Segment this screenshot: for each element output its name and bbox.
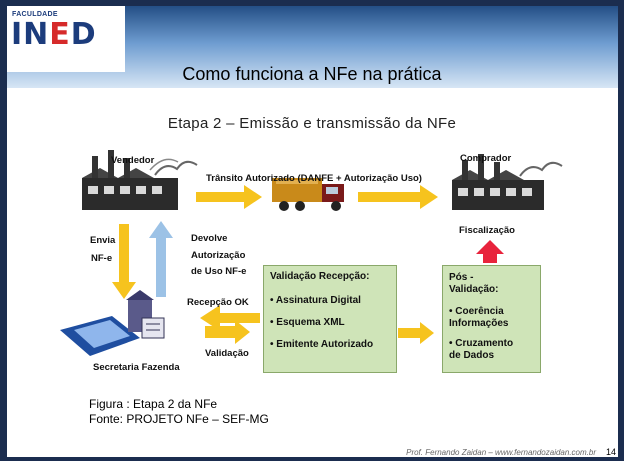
- arrow-pos-validacao: [398, 322, 434, 344]
- slide-subtitle: Etapa 2 – Emissão e transmissão da NFe: [167, 115, 457, 132]
- pos-box-line: • Cruzamento: [449, 338, 514, 349]
- label-comprador: Comprador: [460, 153, 512, 164]
- arrow-recepcao-ok: [200, 305, 260, 331]
- pos-box-line: Pós -: [449, 272, 474, 283]
- arrow-fiscalizacao-up: [476, 240, 504, 263]
- frame-top: [0, 0, 624, 6]
- label-fiscalizacao: Fiscalização: [459, 225, 515, 236]
- label-envia: Envia: [90, 235, 116, 246]
- label-nfe: NF-e: [91, 253, 113, 264]
- arrow-vendedor-truck: [196, 185, 262, 209]
- page-number: 14: [605, 447, 616, 457]
- slide-title: Como funciona a NFe na prática: [182, 64, 442, 84]
- pos-box-line: de Dados: [449, 350, 495, 361]
- logo-ined: INED: [11, 17, 97, 52]
- label-autorizacao: Autorização: [191, 250, 246, 261]
- label-devolve: Devolve: [191, 233, 228, 244]
- label-recepcao-ok: Recepção OK: [187, 297, 249, 308]
- factory-comprador-icon: [452, 154, 563, 210]
- label-vendedor: Vendedor: [111, 155, 155, 166]
- arrow-validacao: [205, 320, 250, 344]
- validacao-box-title: Validação Recepção:: [270, 271, 370, 282]
- frame-right: [618, 0, 624, 461]
- validacao-recepcao-box: [263, 265, 397, 373]
- truck-icon: [272, 178, 344, 211]
- pos-box-line: • Coerência: [449, 306, 504, 317]
- secretaria-fazenda-icon: [60, 290, 165, 356]
- label-de-uso: de Uso NF-e: [191, 266, 247, 277]
- pos-box-line: Validação:: [449, 284, 499, 295]
- frame-bottom: [0, 457, 624, 461]
- arrow-envia-down: [112, 224, 136, 299]
- figure-caption: Figura : Etapa 2 da NFe: [89, 397, 218, 411]
- validacao-item: • Emitente Autorizado: [270, 339, 374, 350]
- validacao-item: • Assinatura Digital: [270, 295, 361, 306]
- pos-box-line: Informações: [449, 318, 509, 329]
- factory-vendedor-icon: [82, 150, 198, 210]
- arrow-devolve-up: [149, 221, 173, 297]
- label-secretaria-fazenda: Secretaria Fazenda: [93, 362, 180, 373]
- validacao-item: • Esquema XML: [270, 317, 345, 328]
- figure-source: Fonte: PROJETO NFe – SEF-MG: [89, 412, 269, 426]
- frame-left: [0, 0, 7, 461]
- pos-validacao-box: [442, 265, 541, 373]
- logo-faculdade: FACULDADE: [12, 11, 58, 18]
- footer-author: Prof. Fernando Zaidan – www.fernandozaid…: [406, 448, 596, 457]
- label-validacao: Validação: [205, 348, 249, 359]
- arrow-truck-comprador: [358, 185, 438, 209]
- logo-area: [7, 6, 125, 72]
- label-transito: Trânsito Autorizado (DANFE + Autorização…: [206, 173, 422, 184]
